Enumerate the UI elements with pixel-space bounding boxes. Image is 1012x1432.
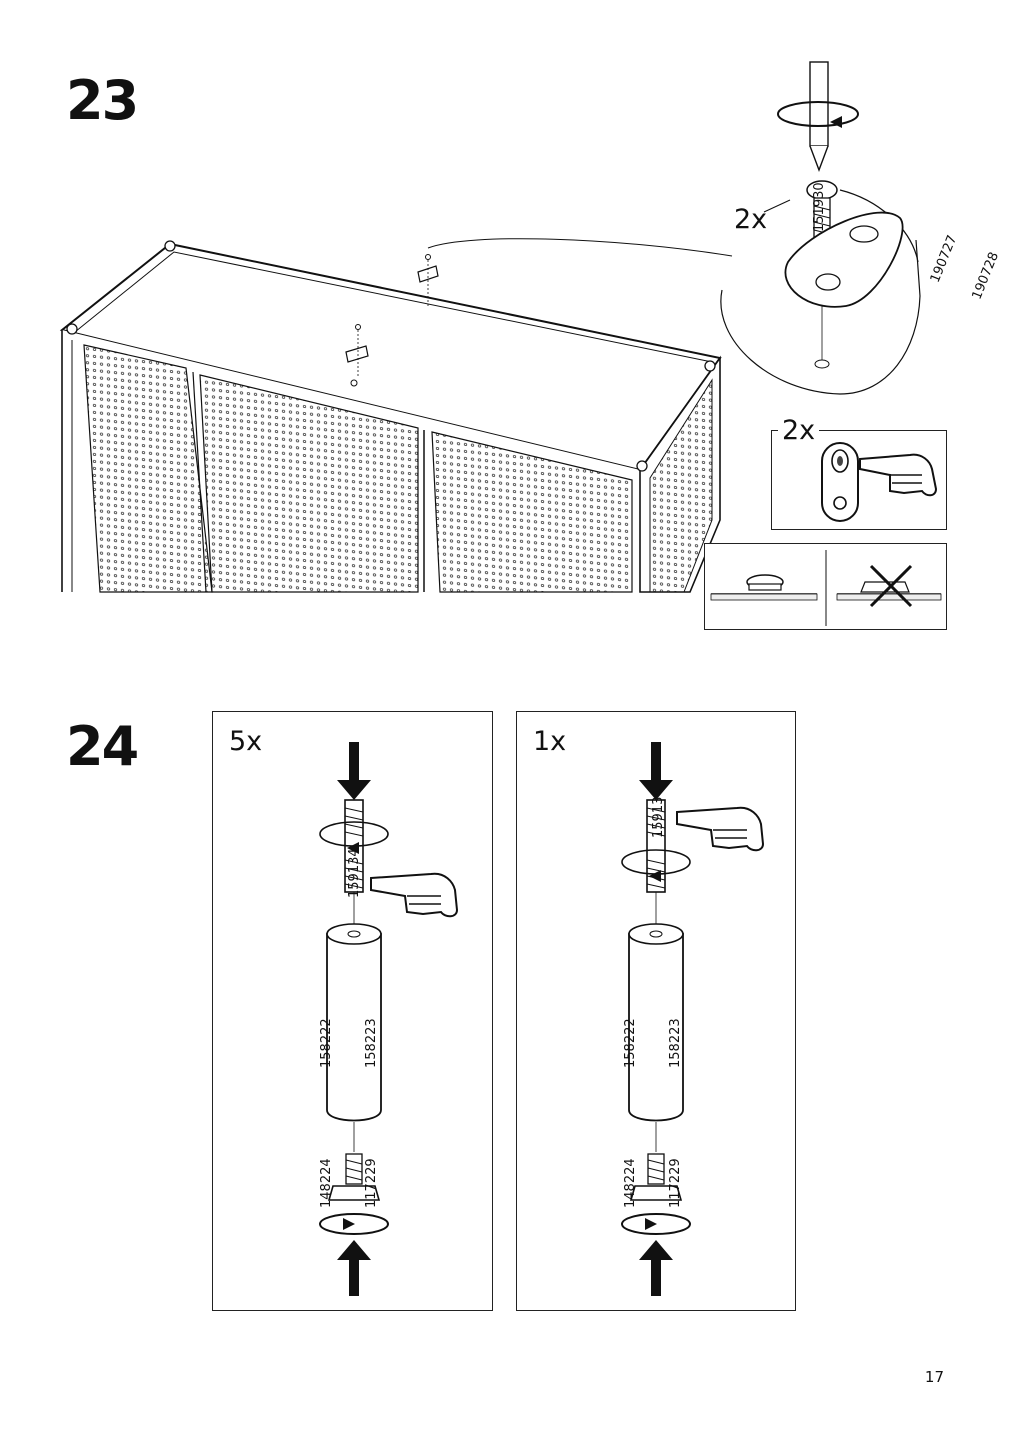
tube-part-number: 158222 158223	[289, 1018, 409, 1068]
step-number-23: 23	[66, 69, 139, 132]
leg-panel-2-quantity: 1x	[533, 726, 567, 757]
tube-part-number: 158222 158223	[593, 1018, 713, 1068]
part-number-line: 151930	[812, 182, 827, 232]
bolt-part-number: 159134	[317, 848, 392, 898]
part-number-line: 159134	[347, 848, 362, 898]
part-number-line: 190727	[927, 233, 961, 285]
correct-incorrect-panel	[704, 543, 947, 630]
part-number-line: 190728	[969, 250, 1003, 302]
step-number-24: 24	[66, 715, 139, 778]
foot-part-number: 148224 117229	[289, 1158, 409, 1208]
part-number-line: 117229	[364, 1158, 379, 1208]
leg-panel-2: 1x	[516, 711, 796, 1311]
plate-pointing-illustration	[821, 442, 938, 522]
leg-assembly-illustration-1	[319, 742, 459, 1296]
screw-part-number: 151930	[782, 182, 842, 232]
part-number-line: 148224	[623, 1158, 638, 1208]
check-quantity: 2x	[778, 417, 820, 444]
part-number-line: 158222	[623, 1018, 638, 1068]
page-number: 17	[924, 1368, 944, 1386]
part-number-line: 159134	[651, 788, 666, 838]
check-panel: 2x	[771, 417, 947, 530]
part-number-line: 158222	[319, 1018, 334, 1068]
detail-quantity: 2x	[734, 204, 768, 235]
part-number-line: 117229	[668, 1158, 683, 1208]
part-number-line: 158223	[668, 1018, 683, 1068]
cabinet-illustration	[59, 238, 733, 593]
foot-part-number: 148224 117229	[593, 1158, 713, 1208]
leg-panel-1-quantity: 5x	[229, 726, 263, 757]
part-number-line: 158223	[364, 1018, 379, 1068]
leg-assembly-illustration-2	[621, 742, 765, 1296]
screw-tightness-illustration	[710, 550, 942, 626]
part-number-line: 148224	[319, 1158, 334, 1208]
detail-circle-illustration	[720, 61, 921, 395]
bolt-part-number: 159134	[621, 788, 696, 838]
leg-panel-1: 5x	[212, 711, 493, 1311]
